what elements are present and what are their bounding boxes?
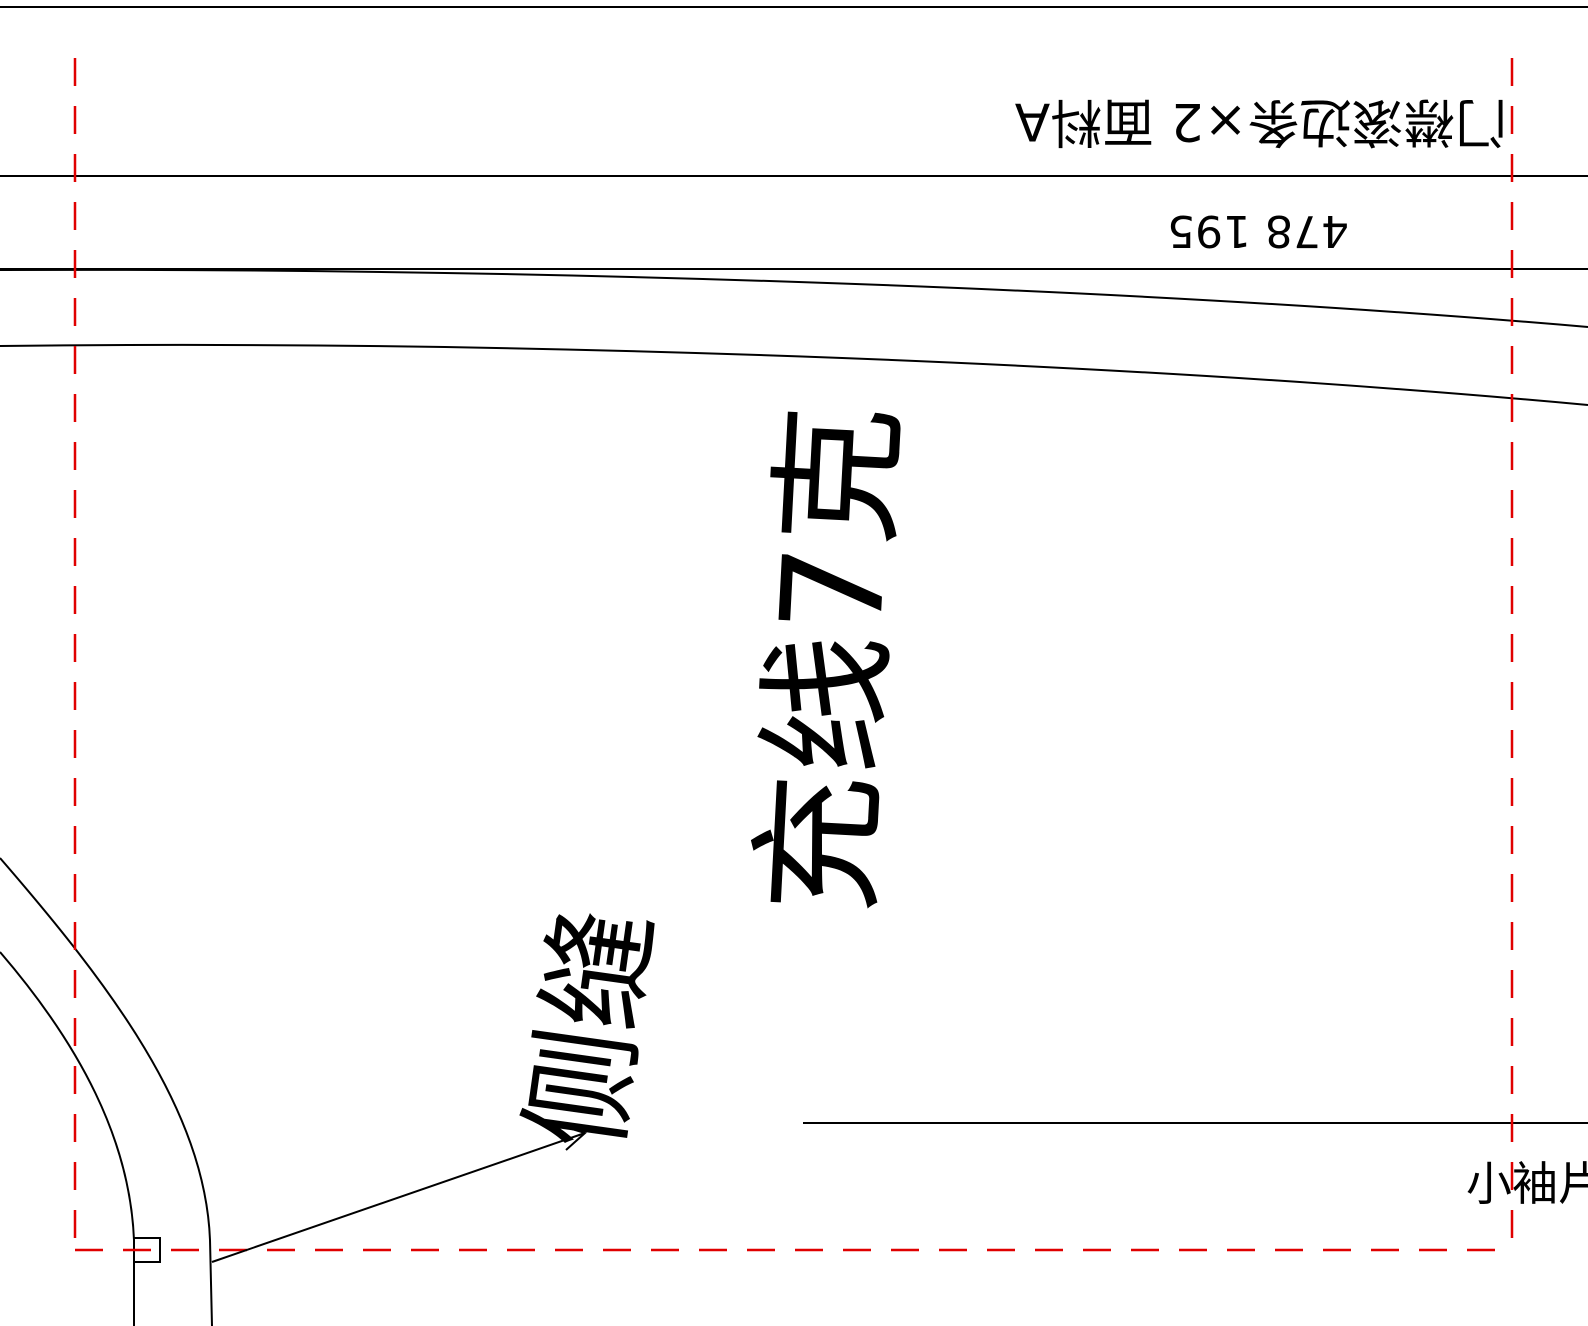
side-seam-arrow <box>211 1124 587 1263</box>
placket-strip <box>0 6 1588 270</box>
placket-label: 门襟滚边条×2 面料A <box>1014 91 1507 151</box>
notch-mark <box>134 1237 161 1263</box>
side-seam-inner-curve <box>0 951 135 1326</box>
upper-curve <box>0 268 1588 328</box>
side-seam-note: 侧缝 <box>507 900 678 1157</box>
cuff-label: 小袖片 <box>1466 1157 1588 1211</box>
arrow-head <box>558 1124 587 1151</box>
lower-curve <box>0 343 1588 406</box>
seam-allowance-border <box>73 58 1514 1252</box>
arrow-shaft <box>211 1132 586 1263</box>
panel-curves <box>0 268 1588 1326</box>
dimension-label: 478 195 <box>1167 205 1349 256</box>
fill-weight-note: 充线7克 <box>736 401 925 918</box>
side-seam-outer-curve <box>0 857 213 1326</box>
